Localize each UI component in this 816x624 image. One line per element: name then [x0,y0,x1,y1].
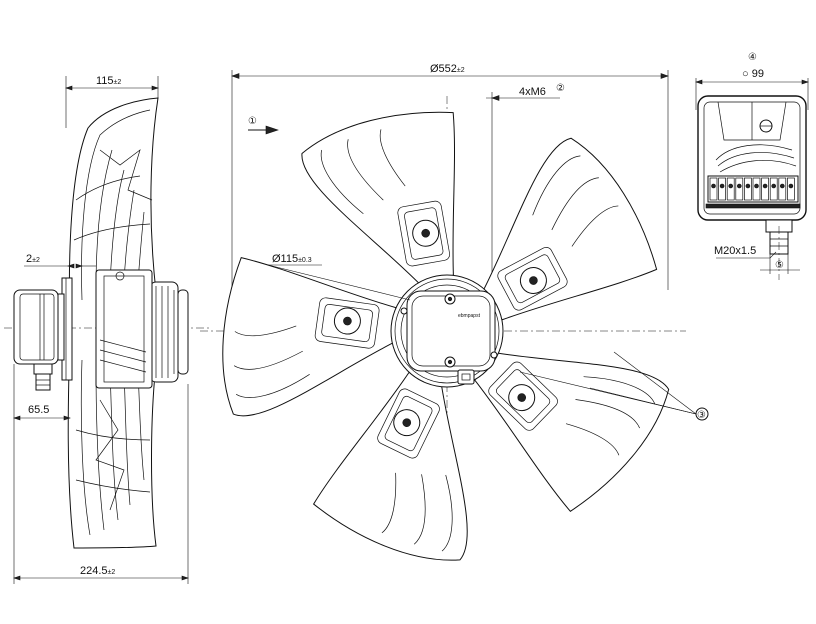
terminal-block [744,177,752,201]
terminal-block [787,177,795,201]
dim-side-width: 115±2 [96,75,121,87]
terminal-screw [779,183,785,189]
terminal-block [778,177,787,201]
terminal-screw [728,183,734,189]
motor-plate [406,290,496,372]
callout-4: ④ [748,52,757,63]
terminal-screw [754,183,759,189]
dim-diameter: Ø552±2 [430,63,465,75]
terminal-block [735,177,744,201]
terminal-block [752,177,761,201]
terminal-block [726,177,735,201]
blade [312,371,468,561]
terminal-box-view: ④ ○ 99 M20x1.5 ⑤ [695,52,809,280]
dim-overall-depth: 224.5±2 [80,565,115,577]
impeller-blades [222,111,670,561]
dim-shaft-offset: 2±2 [26,253,40,265]
callout-5: ⑤ [775,260,784,271]
side-view: 115±2 2±2 65.5 224.5±2 [4,75,210,584]
terminal-screw [771,183,777,189]
terminal-block [718,177,726,201]
terminal-block [769,177,778,201]
callout-3: ③ [697,410,706,421]
terminal-screw [736,183,742,189]
rotation-arrow-icon [265,125,279,135]
terminal-block [709,177,718,201]
terminal-box [697,95,807,221]
terminal-screw [711,183,716,189]
terminal-screw [762,183,768,189]
front-view: Ø552±2 4xM6 ② ① ebmpapst Ø115±0.3 [200,63,709,561]
blade [222,257,397,417]
dim-box-width: ○ 99 [742,68,764,80]
terminal-block [761,177,769,201]
blade [301,111,455,286]
blade [474,352,670,512]
blade [482,137,658,321]
dim-box-offset: 65.5 [28,404,49,416]
plate-text: ebmpapst [458,313,481,319]
label-cable-gland: M20x1.5 [714,245,756,257]
callout-2: ② [556,83,565,94]
terminal-screw [788,183,794,189]
dim-bolts: 4xM6 [519,86,546,98]
callout-1: ① [248,116,257,127]
dim-bolt-circle: Ø115±0.3 [272,253,312,265]
terminal-screw [745,183,751,189]
terminal-screw [719,183,725,189]
